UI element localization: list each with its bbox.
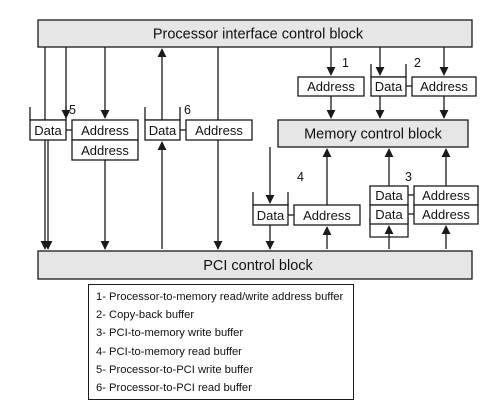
pci-control-block: PCI control block	[37, 250, 473, 280]
buffer-3-address-bottom-label: Address	[422, 207, 470, 222]
memory-control-block: Memory control block	[277, 119, 469, 148]
legend-item-5: 5- Processor-to-PCI write buffer	[96, 363, 254, 376]
legend-item-2: 2- Copy-back buffer	[96, 309, 195, 322]
buffer-3-address-top-label: Address	[422, 188, 470, 203]
processor-interface-control-block: Processor interface control block	[37, 19, 473, 48]
legend-item-4: 4- PCI-to-memory read buffer	[96, 345, 242, 358]
buffer-2-address-label: Address	[420, 79, 468, 94]
buffer-4-number: 4	[297, 170, 304, 184]
buffer-5-processor-to-pci-write: Data Address Address 5	[29, 103, 139, 161]
buffer-6-data-label: Data	[149, 123, 177, 138]
buffer-3-pci-to-memory-write: Data Address Data Address 3	[369, 170, 479, 238]
buffer-1-number: 1	[342, 56, 349, 70]
legend-item-3: 3- PCI-to-memory write buffer	[96, 327, 244, 340]
buffer-5-address-top-label: Address	[81, 123, 129, 138]
buffer-5-address-bottom-label: Address	[81, 143, 129, 158]
buffer-4-address-label: Address	[303, 208, 351, 223]
buffer-4-pci-to-memory-read: Data Address 4	[252, 170, 361, 226]
legend-item-1: 1- Processor-to-memory read/write addres…	[96, 291, 344, 303]
buffer-3-number: 3	[405, 170, 412, 184]
buffer-2-copy-back: Data Address 2	[370, 56, 477, 97]
buffer-1-processor-to-memory-address: Address 1	[297, 56, 365, 97]
buffer-3-data-bottom-label: Data	[375, 207, 403, 222]
buffer-5-data-label: Data	[34, 123, 62, 138]
pci-control-block-label: PCI control block	[203, 258, 313, 274]
buffer-3-data-top-label: Data	[375, 188, 403, 203]
buffer-legend: 1- Processor-to-memory read/write addres…	[88, 284, 354, 400]
legend-item-6: 6- Processor-to-PCI read buffer	[96, 382, 252, 395]
buffer-2-number: 2	[414, 56, 421, 70]
buffer-2-data-label: Data	[375, 79, 403, 94]
buffer-1-address-label: Address	[307, 79, 355, 94]
memory-control-block-label: Memory control block	[304, 127, 443, 143]
processor-interface-block-label: Processor interface control block	[153, 27, 364, 43]
buffer-4-data-label: Data	[257, 208, 285, 223]
buffer-6-processor-to-pci-read: Data Address 6	[144, 103, 253, 141]
buffer-6-number: 6	[184, 103, 191, 117]
buffer-5-number: 5	[69, 103, 76, 117]
buffer-6-address-label: Address	[195, 123, 243, 138]
